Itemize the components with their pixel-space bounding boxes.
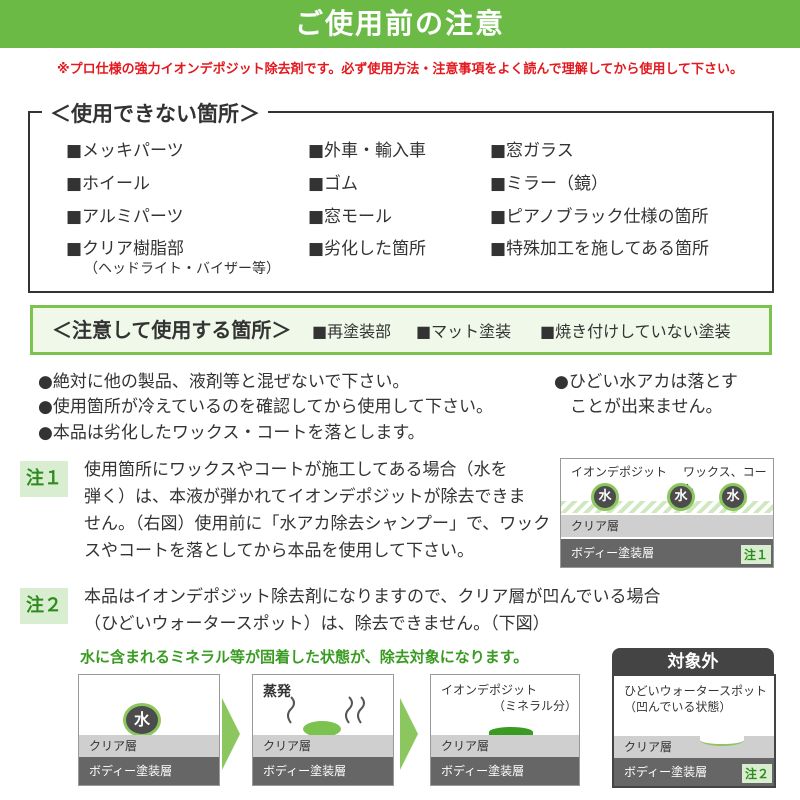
body-layer-label: ボディー塗装層: [624, 765, 708, 779]
unusable-item: ■メッキパーツ: [66, 141, 184, 161]
unusable-item: ■アルミパーツ: [66, 207, 184, 227]
page-title: ご使用前の注意: [0, 0, 800, 48]
deposit-label: イオンデポジット: [571, 465, 668, 479]
panel-water: 水 クリア層 ボディー塗装層: [78, 674, 220, 786]
unusable-item: ■ゴム: [308, 174, 359, 194]
note1-tag: 注１: [20, 461, 68, 497]
steam-icon: [287, 696, 365, 724]
note1-line: せん。（右図）使用前に「水アカ除去シャンプー」で、ワック: [84, 514, 551, 534]
note1-line: スやコートを落としてから本品を使用して下さい。: [84, 541, 474, 561]
unusable-item: ■窓ガラス: [490, 141, 574, 161]
clear-layer: クリア層: [431, 735, 579, 757]
note1-line: 使用箇所にワックスやコートが施工してある場合（水を: [84, 460, 508, 480]
diagram-tag: 注１: [740, 545, 771, 564]
caution-item: ■焼き付けしていない塗装: [540, 322, 731, 341]
dent-label: （凹んでいる状態）: [624, 700, 732, 714]
body-layer-label: ボディー塗装層: [89, 764, 173, 778]
deposit-label: イオンデポジット: [441, 683, 538, 697]
unusable-item: ■特殊加工を施してある箇所: [490, 239, 710, 259]
caution-item: ■マット塗装: [416, 322, 512, 341]
unusable-item: ■外車・輸入車: [308, 141, 427, 161]
bullet-right: ●ひどい水アカは落とす: [554, 372, 738, 392]
unusable-box: [28, 111, 774, 293]
body-layer: ボディー塗装層: [79, 757, 219, 785]
clear-layer-label: クリア層: [263, 739, 312, 753]
note2-line: 本品はイオンデポジット除去剤になりますので、クリア層が凹んでいる場合: [84, 587, 661, 607]
unusable-item: ■ホイール: [66, 174, 151, 194]
clear-layer: クリア層: [614, 736, 774, 758]
clear-layer-label: クリア層: [571, 519, 620, 533]
water-drop-icon: 水: [123, 703, 161, 737]
body-layer: ボディー塗装層: [561, 539, 773, 567]
unusable-item: ■ミラー（鏡）: [490, 174, 609, 194]
note2-tag: 注２: [20, 588, 68, 624]
clear-layer-label: クリア層: [441, 739, 490, 753]
diagram-tag: 注２: [741, 764, 772, 783]
clear-layer: クリア層: [79, 735, 219, 757]
clear-layer-label: クリア層: [624, 740, 673, 754]
note2-line: （ひどいウォータースポット）は、除去できません。（下図）: [84, 614, 550, 634]
panel-excluded: ひどいウォータースポット （凹んでいる状態） クリア層 ボディー塗装層 注２: [612, 674, 776, 788]
body-layer-label: ボディー塗装層: [571, 546, 655, 560]
note1-line: 弾く）は、本液が弾かれてイオンデポジットが除去できま: [84, 487, 526, 507]
bullet-right: ことが出来ません。: [570, 397, 723, 417]
body-layer-label: ボディー塗装層: [441, 764, 525, 778]
panel-evaporation: 蒸発 クリア層 ボディー塗装層: [252, 674, 394, 786]
unusable-item: ■クリア樹脂部: [66, 239, 185, 259]
body-layer-label: ボディー塗装層: [263, 764, 347, 778]
caution-title: ＜注意して使用する箇所＞: [52, 318, 292, 342]
bullet-item: ●使用箇所が冷えているのを確認してから使用して下さい。: [38, 397, 493, 417]
bullet-item: ●本品は劣化したワックス・コートを落とします。: [38, 423, 425, 443]
dent-icon: [700, 734, 744, 746]
spot-label: ひどいウォータースポット: [624, 684, 768, 698]
note2-green-text: 水に含まれるミネラル等が固着した状態が、除去対象になります。: [80, 648, 529, 666]
unusable-item: ■窓モール: [308, 207, 393, 227]
bullet-item: ●絶対に他の製品、液剤等と混ぜないで下さい。: [38, 372, 410, 392]
mineral-label: （ミネラル分）: [493, 699, 578, 713]
note2-text: 本品はイオンデポジット除去剤になりますので、クリア層が凹んでいる場合 （ひどいウ…: [84, 584, 784, 638]
arrow-right-icon: [400, 698, 418, 770]
clear-layer: クリア層: [561, 515, 773, 537]
evap-label: 蒸発: [263, 684, 291, 700]
excluded-header: 対象外: [612, 648, 774, 676]
water-drop-icon: 水: [667, 483, 695, 511]
clear-layer: クリア層: [253, 735, 393, 757]
panel-deposit: イオンデポジット （ミネラル分） クリア層 ボディー塗装層: [430, 674, 580, 786]
note1-text: 使用箇所にワックスやコートが施工してある場合（水を 弾く）は、本液が弾かれてイオ…: [84, 457, 554, 565]
body-layer: ボディー塗装層: [431, 757, 579, 785]
caution-item: ■再塗装部: [312, 322, 392, 341]
warning-text: ※プロ仕様の強力イオンデポジット除去剤です。必ず使用方法・注意事項をよく読んで理…: [57, 62, 743, 77]
deposit-residue-icon: [489, 727, 533, 737]
evaporating-drop-icon: [303, 721, 341, 737]
unusable-item: ■劣化した箇所: [308, 239, 427, 259]
body-layer: ボディー塗装層: [253, 757, 393, 785]
water-drop-icon: 水: [719, 483, 747, 511]
unusable-title: ＜使用できない箇所＞: [42, 98, 268, 128]
note1-diagram: イオンデポジット ワックス、コート 水 水 水 クリア層 ボディー塗装層 注１: [560, 458, 774, 568]
caution-box: [30, 305, 772, 355]
unusable-item: ■ピアノブラック仕様の箇所: [490, 207, 709, 227]
water-drop-icon: 水: [591, 483, 619, 511]
unusable-item-note: （ヘッドライト・バイザー等）: [84, 261, 280, 277]
arrow-right-icon: [222, 698, 240, 770]
clear-layer-label: クリア層: [89, 739, 138, 753]
